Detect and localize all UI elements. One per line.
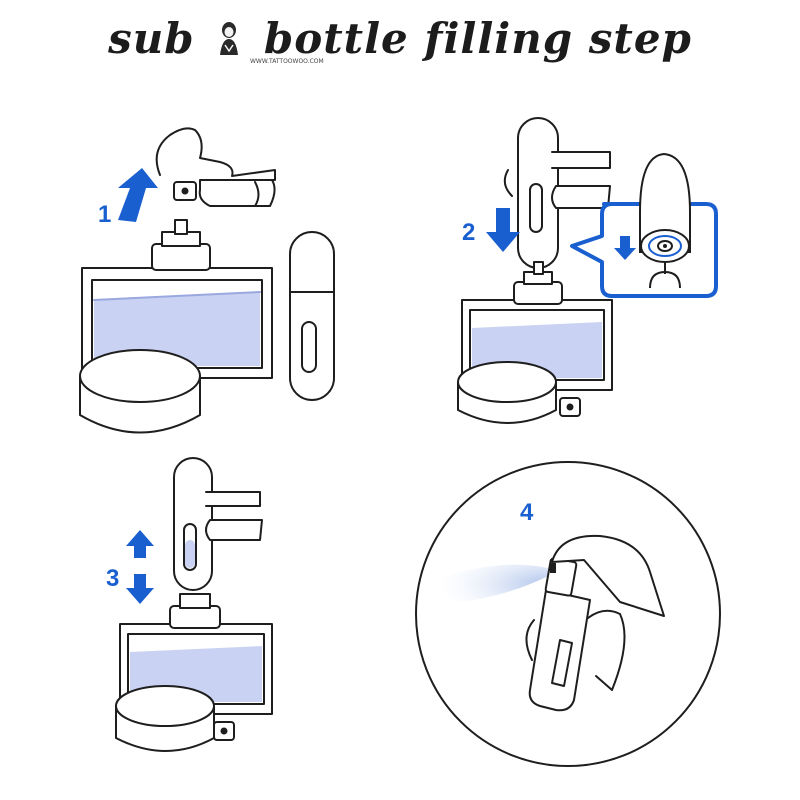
step-2-number: 2 [462, 219, 475, 246]
step-3-hand [205, 491, 261, 507]
step-3-illustration [115, 457, 273, 752]
title-part-sub: sub [108, 14, 195, 63]
step-1-arrow-up-icon [118, 168, 158, 222]
page-title: sub bottle filling step [0, 14, 800, 63]
step-4-illustration [415, 461, 721, 767]
step-4-number: 4 [520, 499, 534, 526]
mascot-logo-icon [220, 22, 239, 55]
step-3-arrow-down-icon [126, 574, 154, 604]
step-1-number: 1 [98, 201, 111, 228]
step-3-arrow-up-icon [126, 530, 154, 558]
step-4-spray-mist-icon [440, 564, 548, 604]
title-part-bottle-filling-step: bottle filling step [263, 14, 692, 63]
step-1-illustration [79, 127, 335, 434]
step-2-arrow-down-icon [486, 208, 520, 252]
step-4-hand [551, 534, 665, 617]
watermark-text: WWW.TATTOOWOO.COM [250, 58, 324, 65]
step-1-atomizer [289, 231, 335, 401]
step-1-hand [155, 127, 276, 181]
step-2-zoom-callout-icon [570, 152, 718, 298]
step-3-number: 3 [106, 565, 119, 592]
step-2-illustration [457, 117, 613, 424]
step-2-hand [551, 151, 611, 169]
step-1-liquid [94, 292, 260, 366]
